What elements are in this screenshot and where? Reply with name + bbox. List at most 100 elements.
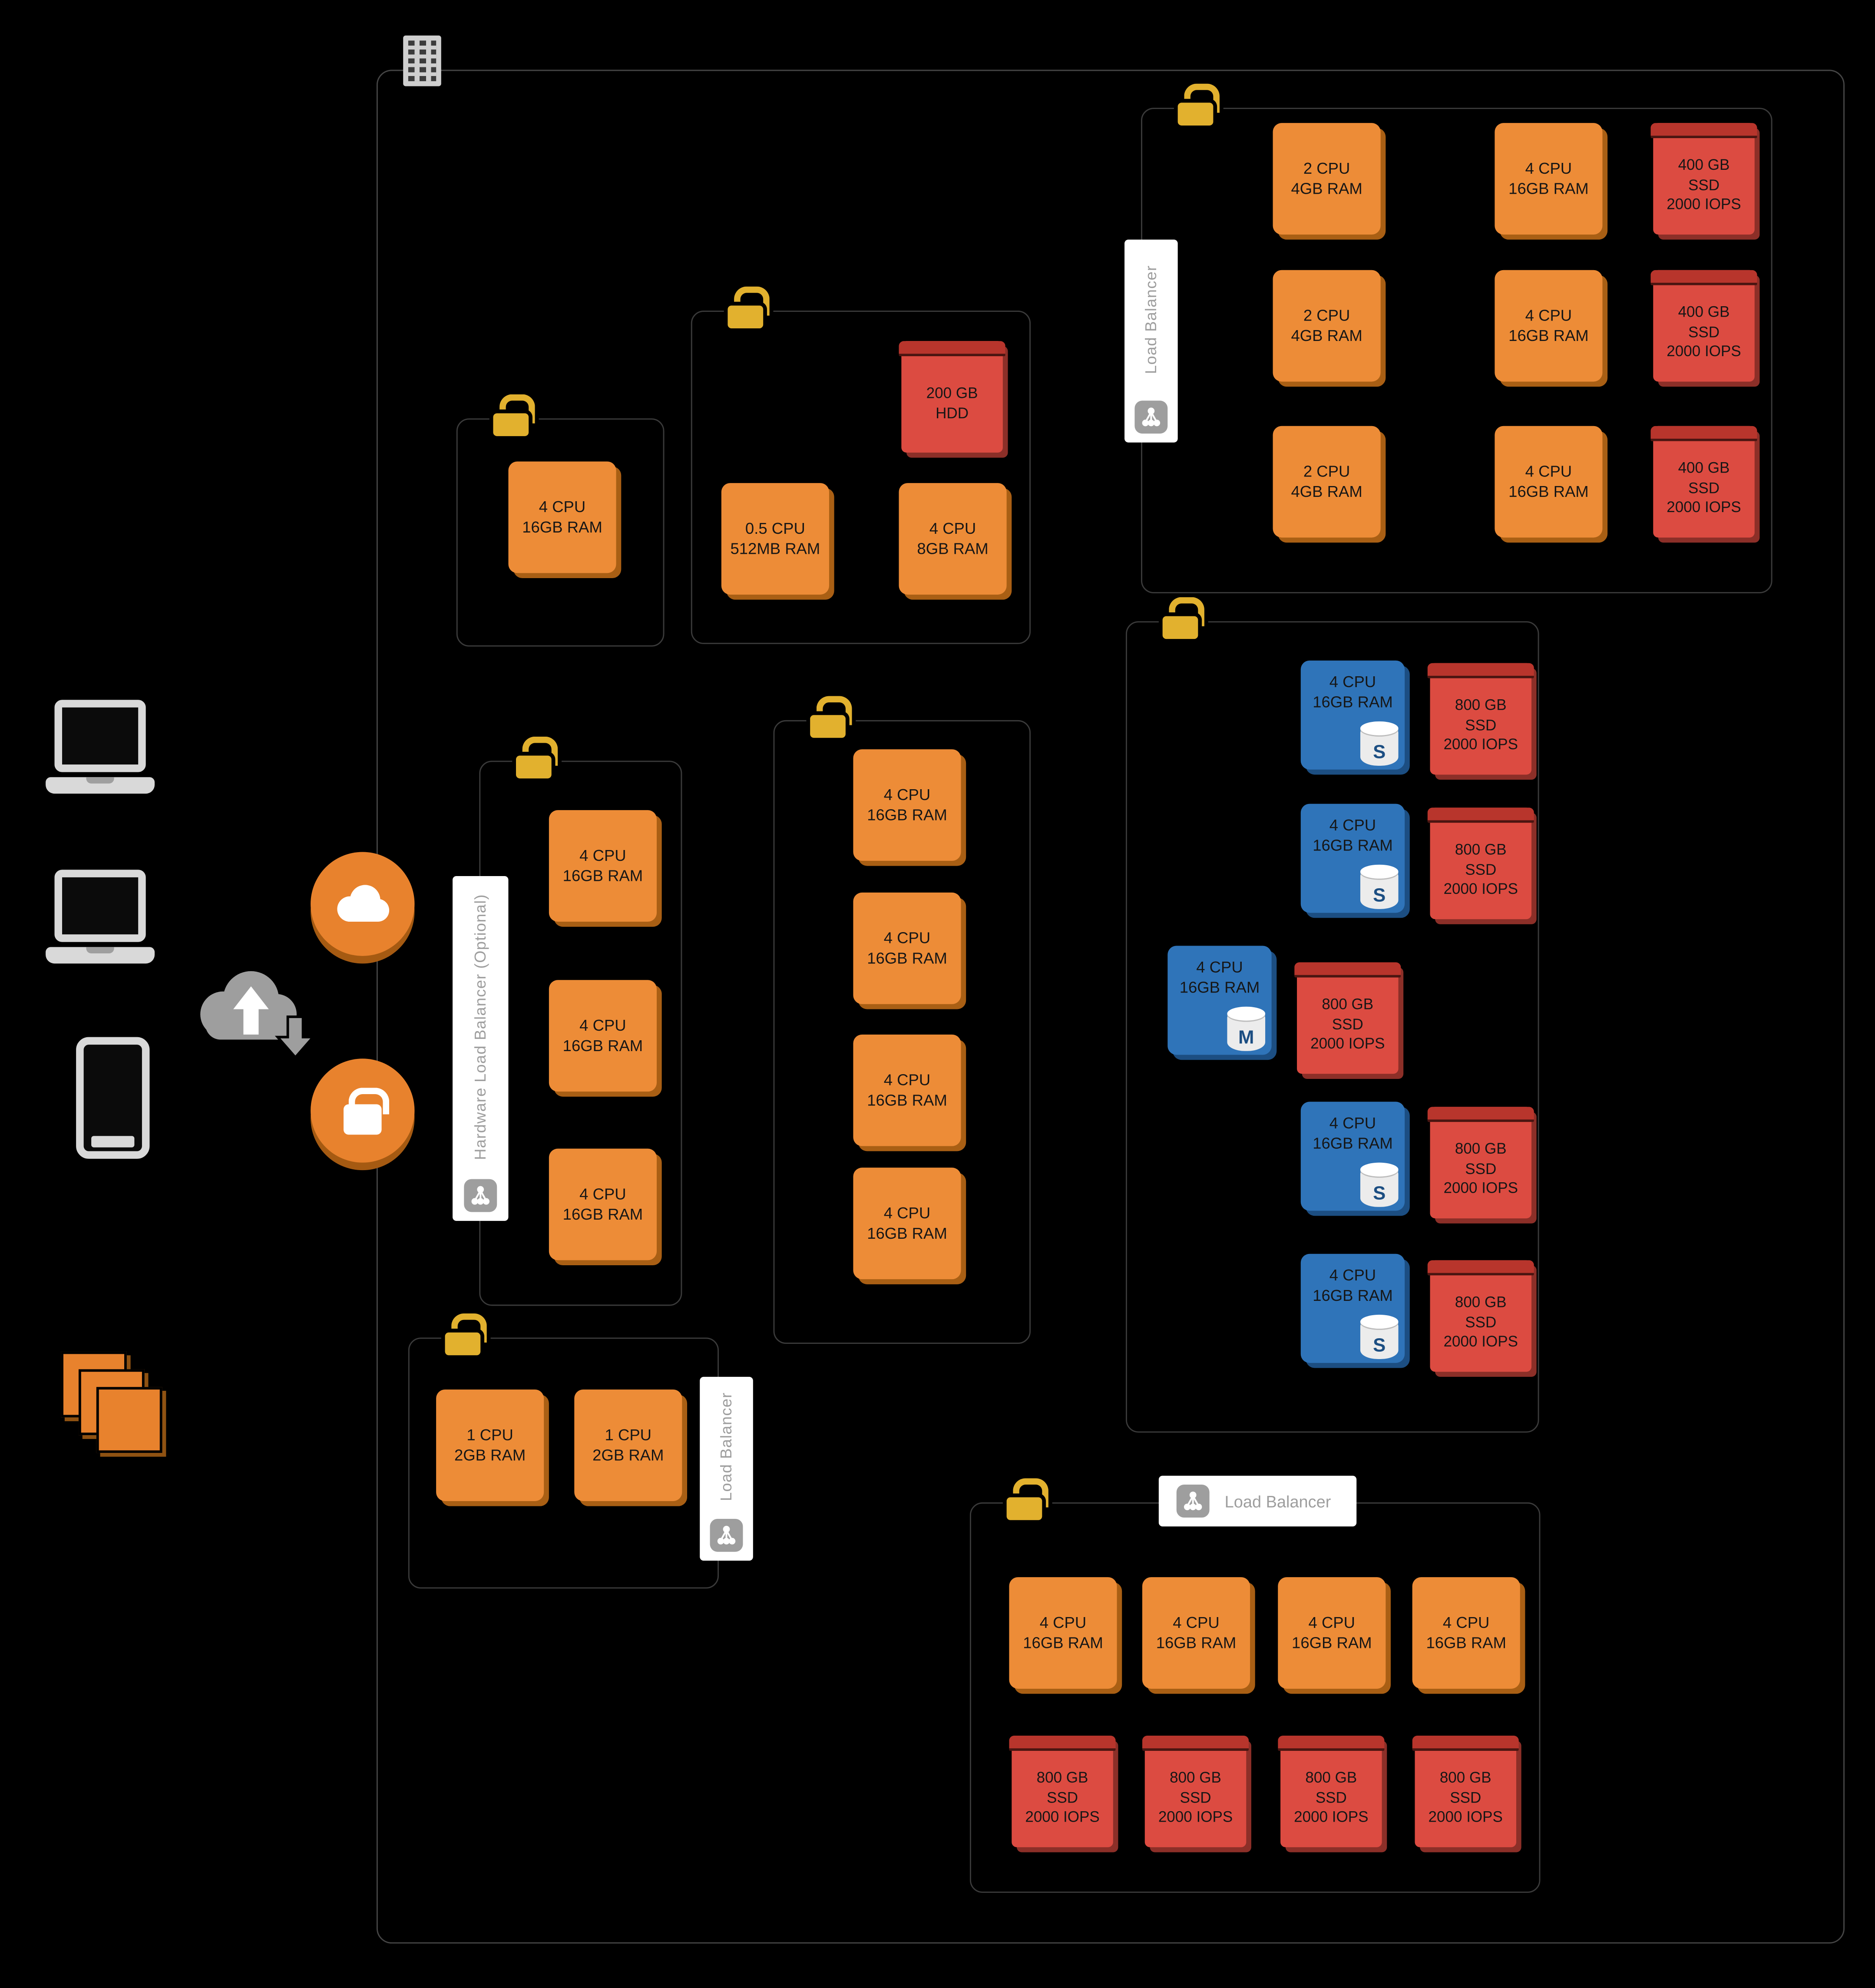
secure-access-badge [311,1059,415,1163]
server-node: 4 CPU 16GB RAM [549,1148,657,1260]
server-node: 1 CPU 2GB RAM [436,1389,544,1501]
db-server-node: 4 CPU 16GB RAM S [1300,1254,1405,1363]
storage-node: 400 GB SSD 2000 IOPS [1650,123,1757,235]
load-balancer-label: Load Balancer [1124,239,1178,443]
storage-node: 200 GB HDD [899,341,1005,453]
storage-node: 800 GB SSD 2000 IOPS [1142,1735,1249,1847]
server-node: 4 CPU 16GB RAM [1412,1577,1520,1689]
node-spec: 1 CPU 2GB RAM [592,1426,664,1465]
padlock-icon [810,696,852,738]
storage-node: 800 GB SSD 2000 IOPS [1009,1735,1116,1847]
database-cylinder-icon: S [1360,864,1399,909]
node-spec: 4 CPU 16GB RAM [1508,159,1589,198]
node-spec: 4 CPU 16GB RAM [1426,1614,1506,1652]
disk-spec: 400 GB SSD 2000 IOPS [1667,156,1741,214]
network-hub-icon [710,1518,743,1552]
db-role-letter: S [1373,1183,1386,1204]
load-balancer-label: Load Balancer [700,1376,753,1561]
db-server-node: 4 CPU 16GB RAM M [1167,946,1272,1055]
db-role-letter: S [1373,1335,1386,1357]
client-laptop-icon [46,870,155,964]
database-cylinder-icon: S [1360,1314,1399,1360]
security-group-bottom-cluster: Load Balancer 4 CPU 16GB RAM 4 CPU 16GB … [969,1475,1541,1893]
padlock-icon [516,736,558,779]
disk-spec: 800 GB SSD 2000 IOPS [1294,1769,1369,1826]
security-group-single-server: 4 CPU 16GB RAM [456,394,665,647]
laptop-screen [54,700,146,772]
datacenter-building-icon [403,35,441,86]
database-cylinder-icon: S [1360,1162,1399,1207]
padlock-icon [445,1313,487,1356]
padlock-icon [1006,1478,1048,1520]
security-group-app-stack: 4 CPU 16GB RAM 4 CPU 16GB RAM 4 CPU 16GB… [773,696,1031,1344]
db-role-letter: S [1373,741,1386,764]
load-balancer-text: Load Balancer [718,1393,735,1502]
network-hub-icon [1176,1485,1210,1518]
server-node: 1 CPU 2GB RAM [574,1389,682,1501]
storage-node: 400 GB SSD 2000 IOPS [1650,270,1757,382]
web-server-node: 4 CPU 16GB RAM [1495,123,1603,235]
lock-icon [344,1088,390,1135]
app-server-node: 2 CPU 4GB RAM [1273,426,1381,538]
storage-node: 800 GB SSD 2000 IOPS [1427,1260,1534,1372]
app-server-node: 2 CPU 4GB RAM [1273,123,1381,235]
server-node: 4 CPU 16GB RAM [1009,1577,1117,1689]
node-spec: 0.5 CPU 512MB RAM [730,519,820,558]
disk-spec: 800 GB SSD 2000 IOPS [1443,696,1518,754]
node-spec: 4 CPU 16GB RAM [522,498,602,536]
node-spec: 4 CPU 16GB RAM [867,929,947,968]
db-server-node: 4 CPU 16GB RAM S [1300,804,1405,913]
node-spec: 4 CPU 16GB RAM [1179,958,1260,997]
node-spec: 4 CPU 16GB RAM [1313,1114,1393,1153]
micro-server-node: 0.5 CPU 512MB RAM [721,483,829,595]
server-node: 4 CPU 16GB RAM [508,461,616,573]
server-node: 4 CPU 16GB RAM [853,1168,961,1280]
storage-node: 400 GB SSD 2000 IOPS [1650,426,1757,538]
storage-node: 800 GB SSD 2000 IOPS [1412,1735,1519,1847]
db-role-letter: M [1238,1027,1254,1049]
stack-square [96,1387,162,1453]
cloud-service-badge [311,852,415,956]
node-spec: 4 CPU 16GB RAM [1023,1614,1103,1652]
node-spec: 4 CPU 16GB RAM [1508,462,1589,501]
database-cylinder-icon: M [1227,1006,1266,1051]
hardware-load-balancer-label: Hardware Load Balancer (Optional) [453,876,509,1221]
server-node: 4 CPU 16GB RAM [853,1034,961,1146]
disk-spec: 800 GB SSD 2000 IOPS [1428,1769,1503,1826]
network-hub-icon [464,1179,497,1212]
storage-node: 800 GB SSD 2000 IOPS [1294,962,1401,1074]
node-spec: 2 CPU 4GB RAM [1291,306,1362,345]
server-node: 4 CPU 16GB RAM [853,749,961,861]
client-phone-icon [76,1037,150,1159]
node-spec: 4 CPU 16GB RAM [1313,816,1393,855]
node-spec: 4 CPU 16GB RAM [562,1016,643,1055]
disk-spec: 200 GB HDD [926,384,978,422]
laptop-screen [54,870,146,942]
node-spec: 4 CPU 16GB RAM [1313,673,1393,712]
hardware-load-balancer-text: Hardware Load Balancer (Optional) [471,894,489,1160]
cloud-icon [337,885,390,922]
load-balancer-text: Load Balancer [1224,1492,1331,1511]
sync-cloud-icon [200,971,316,1059]
disk-spec: 400 GB SSD 2000 IOPS [1667,303,1741,361]
padlock-icon [728,286,770,328]
db-server-node: 4 CPU 16GB RAM S [1300,660,1405,770]
node-spec: 1 CPU 2GB RAM [454,1426,526,1465]
node-spec: 2 CPU 4GB RAM [1291,462,1362,501]
node-spec: 4 CPU 16GB RAM [1508,306,1589,345]
server-node: 4 CPU 16GB RAM [1278,1577,1386,1689]
app-stack-icon [61,1351,167,1461]
node-spec: 4 CPU 8GB RAM [917,519,989,558]
security-group-db-cluster: 4 CPU 16GB RAM S 800 GB SSD 2000 IOPS 4 … [1125,597,1539,1433]
disk-spec: 800 GB SSD 2000 IOPS [1443,1140,1518,1197]
node-spec: 4 CPU 16GB RAM [562,847,643,885]
disk-spec: 400 GB SSD 2000 IOPS [1667,459,1741,516]
laptop-base [46,777,155,794]
server-node: 4 CPU 16GB RAM [1142,1577,1250,1689]
security-group-web-cluster: Load Balancer 2 CPU 4GB RAM 2 CPU 4GB RA… [1124,83,1772,594]
disk-spec: 800 GB SSD 2000 IOPS [1443,840,1518,898]
security-group-utility: 200 GB HDD 0.5 CPU 512MB RAM 4 CPU 8GB R… [691,286,1031,644]
security-group-hw-lb: Hardware Load Balancer (Optional) 4 CPU … [453,736,682,1306]
db-server-node: 4 CPU 16GB RAM S [1300,1102,1405,1211]
padlock-icon [493,394,535,437]
